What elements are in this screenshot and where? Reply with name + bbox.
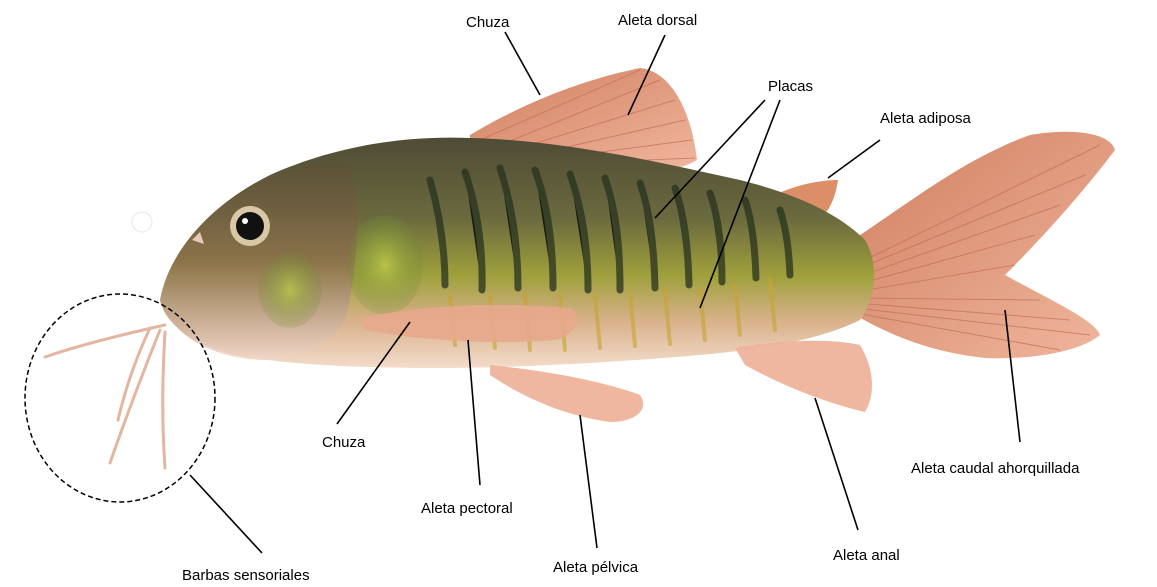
anal-fin xyxy=(735,341,872,412)
label-barbas: Barbas sensoriales xyxy=(182,567,310,584)
leader-aleta-adiposa xyxy=(828,140,880,178)
fish-head xyxy=(160,163,357,360)
fish-illustration xyxy=(45,68,1115,468)
label-aleta-pectoral: Aleta pectoral xyxy=(421,500,513,517)
barbels xyxy=(45,325,165,468)
label-aleta-dorsal: Aleta dorsal xyxy=(618,12,697,29)
pupil xyxy=(236,212,264,240)
label-chuza-bottom: Chuza xyxy=(322,434,366,451)
leader-aleta-anal xyxy=(815,398,858,530)
gill-green-patch xyxy=(347,215,423,315)
leader-chuza-top xyxy=(505,32,540,95)
label-aleta-caudal: Aleta caudal ahorquillada xyxy=(911,460,1080,477)
label-aleta-anal: Aleta anal xyxy=(833,547,900,564)
decorative-dot xyxy=(132,212,152,232)
label-aleta-pelvica: Aleta pélvica xyxy=(553,559,639,576)
pelvic-fin xyxy=(490,365,643,422)
leader-aleta-pelvica xyxy=(580,415,597,548)
leader-barbas xyxy=(190,475,262,553)
label-chuza-top: Chuza xyxy=(466,14,510,31)
eye-highlight xyxy=(242,218,248,224)
label-placas: Placas xyxy=(768,78,813,95)
cheek-green-patch xyxy=(258,252,322,328)
caudal-fin xyxy=(845,132,1115,359)
label-aleta-adiposa: Aleta adiposa xyxy=(880,110,972,127)
